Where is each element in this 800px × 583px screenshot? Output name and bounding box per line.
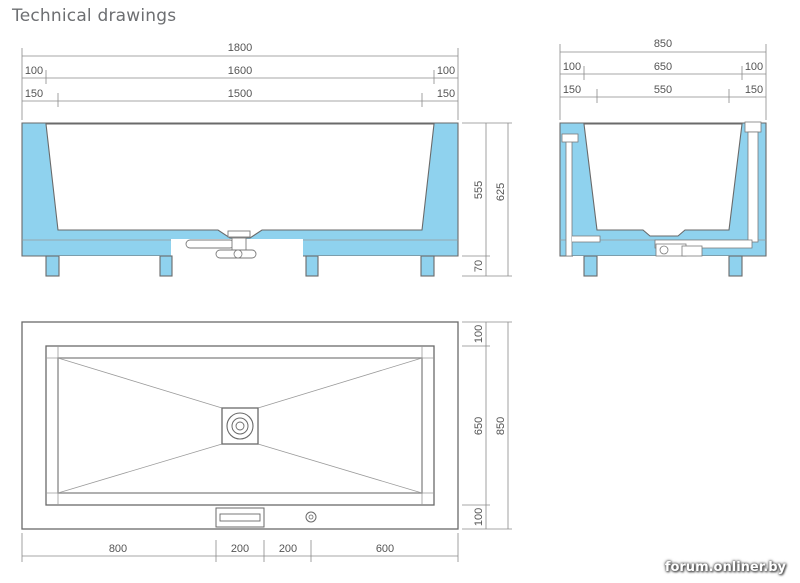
plan-dim-top-wall: 100	[473, 325, 485, 343]
plan-dim-drain-width: 200	[231, 543, 249, 555]
front-view: 1800 100 1600 100 150 1500 150	[21, 42, 512, 277]
plan-dim-total: 850	[495, 417, 507, 435]
front-dim-total-height: 625	[495, 183, 507, 201]
side-dim-right-offset: 150	[745, 84, 763, 96]
side-dim-left-wall: 100	[563, 61, 581, 73]
side-dim-total: 850	[654, 38, 672, 50]
front-dim-lines	[21, 48, 459, 120]
side-view: 850 100 650 100 150 550 150	[559, 38, 767, 277]
front-dim-foot-height: 70	[473, 260, 485, 272]
plan-dim-right: 600	[376, 543, 394, 555]
front-dim-right-wall: 100	[437, 65, 455, 77]
drain-square	[221, 407, 259, 445]
plan-dim-left: 800	[109, 543, 127, 555]
side-dim-right-wall: 100	[745, 61, 763, 73]
front-dim-total: 1800	[228, 42, 252, 54]
plan-dim-bottom-wall: 100	[473, 508, 485, 526]
front-dim-left-wall: 100	[25, 65, 43, 77]
page-title: Technical drawings	[12, 6, 177, 26]
side-dim-inner: 650	[654, 61, 672, 73]
side-dim-left-offset: 150	[563, 84, 581, 96]
front-tub-body	[21, 122, 459, 277]
front-dim-inner-height: 555	[473, 181, 485, 199]
plan-dim-inner: 650	[473, 417, 485, 435]
side-tub-body	[559, 121, 767, 277]
watermark: forum.onliner.by	[664, 560, 786, 575]
plan-dim-gap: 200	[279, 543, 297, 555]
front-dim-right-offset: 150	[437, 88, 455, 100]
side-dim-bottom-inner: 550	[654, 84, 672, 96]
side-dim-lines	[559, 44, 767, 120]
plan-bottom-dims	[21, 533, 459, 562]
front-dim-bottom-inner: 1500	[228, 88, 252, 100]
plan-view: 100 650 850 100 800 200 200 600	[21, 321, 512, 562]
front-height-dims	[462, 122, 512, 277]
front-dim-left-offset: 150	[25, 88, 43, 100]
front-dim-inner: 1600	[228, 65, 252, 77]
plan-right-dims	[462, 321, 512, 530]
